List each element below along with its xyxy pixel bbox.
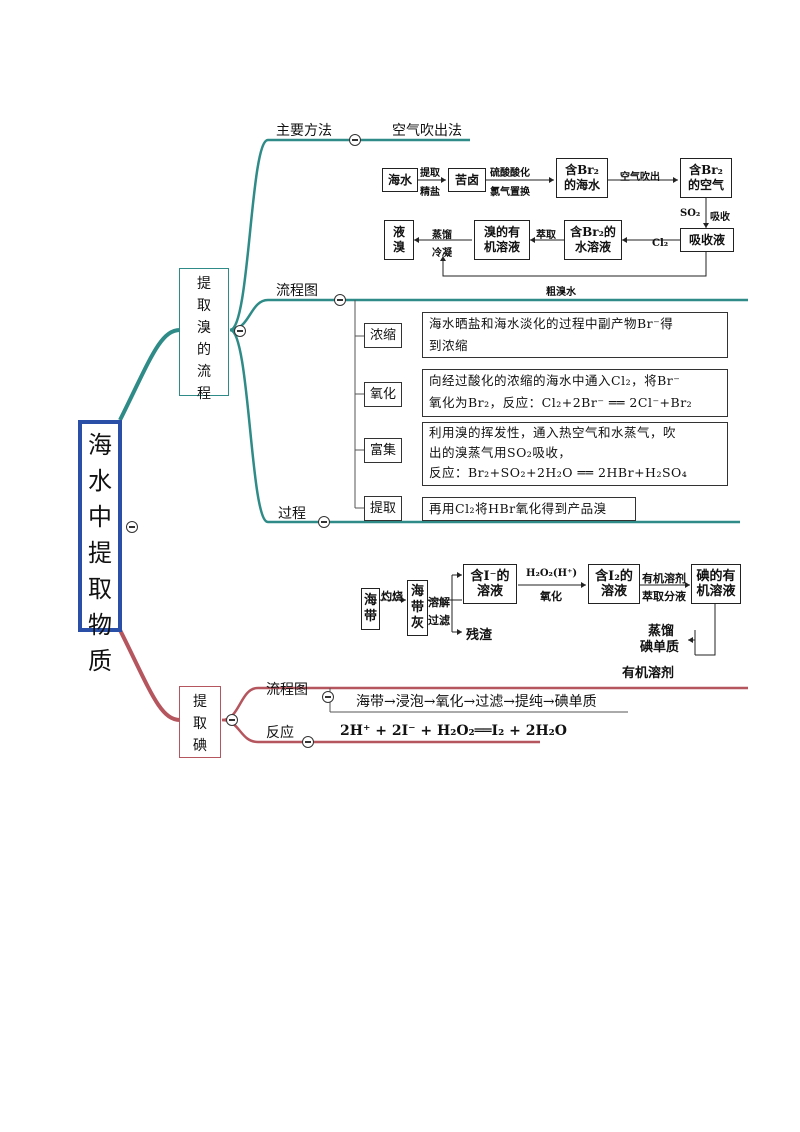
- root-char: 取: [88, 575, 112, 603]
- crude-bromine-water-label: 粗溴水: [546, 287, 576, 298]
- root-char: 提: [88, 539, 112, 567]
- residue-label: 残渣: [466, 628, 493, 643]
- i2-solution-box: 含I₂的溶液: [588, 564, 640, 604]
- br2-aqueous-box: 含Br₂的水溶液: [564, 220, 622, 260]
- br-organic-box: 溴的有机溶液: [474, 220, 530, 260]
- extract-separate-label: 萃取分液: [642, 590, 686, 603]
- cl2-label: Cl₂: [652, 238, 669, 249]
- liquid-bromine-box: 液溴: [384, 220, 414, 260]
- reaction-label: 反应: [266, 725, 294, 741]
- acidify-top: 硫酸酸化: [490, 168, 530, 179]
- acidify-bottom: 氯气置换: [490, 187, 530, 198]
- root-char: 质: [88, 647, 112, 675]
- root-topic-box[interactable]: 海 水 中 提 取 物 质: [78, 420, 122, 675]
- kelp-ash-box: 海带灰: [407, 580, 428, 636]
- collapse-reaction-icon[interactable]: [302, 736, 314, 748]
- step-text-oxidize: 向经过酸化的浓缩的海水中通入Cl₂，将Br⁻氧化为Br₂，反应：Cl₂+2Br⁻…: [422, 369, 728, 417]
- method-value: 空气吹出法: [392, 123, 462, 139]
- process-label: 过程: [278, 506, 306, 522]
- collapse-root-icon[interactable]: [126, 521, 138, 533]
- extract-label: 萃取: [536, 230, 556, 241]
- absorb-liquid-box: 吸收液: [680, 228, 734, 252]
- bromine-topic-box[interactable]: 提 取 溴 的 流 程: [179, 268, 229, 402]
- step-text-concentrate: 海水晒盐和海水淡化的过程中副产物Br⁻得到浓缩: [422, 312, 728, 358]
- root-char: 水: [88, 467, 112, 495]
- step-tag-enrich: 富集: [364, 438, 402, 463]
- extract-salt-bottom: 精盐: [420, 187, 440, 198]
- step-text-extract: 再用Cl₂将HBr氧化得到产品溴: [422, 497, 636, 521]
- bromine-title-char: 溴: [197, 320, 211, 336]
- method-label: 主要方法: [276, 123, 332, 139]
- collapse-iodine-flow-icon[interactable]: [322, 691, 334, 703]
- iodine-flow-label: 流程图: [266, 682, 308, 698]
- oxidant-label: H₂O₂(H⁺): [526, 568, 578, 579]
- iodine-title-char: 取: [193, 716, 207, 732]
- root-char: 海: [88, 431, 112, 459]
- collapse-process-icon[interactable]: [318, 516, 330, 528]
- seawater-box: 海水: [382, 168, 418, 192]
- collapse-method-icon[interactable]: [349, 134, 361, 146]
- burn-label: 灼烧: [381, 590, 403, 603]
- so2-label: SO₂: [680, 208, 701, 219]
- filter-label: 过滤: [428, 614, 450, 627]
- distill-top: 蒸馏: [432, 230, 452, 241]
- collapse-bromine-flow-icon[interactable]: [334, 294, 346, 306]
- bromine-title-char: 的: [197, 342, 211, 358]
- absorb-label: 吸收: [710, 212, 730, 223]
- step-tag-oxidize: 氧化: [364, 382, 402, 407]
- bromine-title-char: 流: [197, 364, 211, 380]
- root-char: 中: [88, 503, 112, 531]
- iodine-reaction: 2H⁺ + 2I⁻ + H₂O₂══I₂ + 2H₂O: [340, 723, 567, 739]
- extract-salt-top: 提取: [420, 168, 440, 179]
- oxidize-label: 氧化: [540, 590, 562, 603]
- iodine-organic-box: 碘的有机溶液: [691, 564, 741, 604]
- step-tag-concentrate: 浓缩: [364, 323, 402, 348]
- iodine-flow-text: 海带→浸泡→氧化→过滤→提纯→碘单质: [356, 694, 597, 710]
- step-text-enrich: 利用溴的挥发性，通入热空气和水蒸气，吹出的溴蒸气用SO₂吸收，反应：Br₂+SO…: [422, 422, 728, 486]
- collapse-iodine-icon[interactable]: [226, 714, 238, 726]
- organic-solvent-top: 有机溶剂: [642, 572, 686, 585]
- iodide-solution-box: 含I⁻的溶液: [463, 564, 517, 604]
- distill-label: 蒸馏: [648, 624, 675, 639]
- iodine-title-char: 碘: [193, 738, 207, 754]
- collapse-bromine-icon[interactable]: [234, 325, 246, 337]
- bromine-flow-label: 流程图: [276, 283, 318, 299]
- bromine-title-char: 取: [197, 298, 211, 314]
- iodine-title-char: 提: [193, 694, 207, 710]
- distill-bottom: 冷凝: [432, 248, 452, 259]
- dissolve-label: 溶解: [428, 596, 450, 609]
- brine-box: 苦卤: [448, 168, 486, 192]
- root-char: 物: [88, 611, 112, 639]
- bromine-title-char: 提: [197, 276, 211, 292]
- bromine-title-char: 程: [197, 386, 211, 402]
- blow-out-label: 空气吹出: [620, 172, 660, 183]
- iodine-element-label: 碘单质: [640, 640, 680, 655]
- organic-solvent-label: 有机溶剂: [622, 666, 675, 681]
- iodine-topic-box[interactable]: 提 取 碘: [179, 686, 221, 758]
- kelp-box: 海带: [361, 588, 380, 630]
- step-tag-extract: 提取: [364, 496, 402, 521]
